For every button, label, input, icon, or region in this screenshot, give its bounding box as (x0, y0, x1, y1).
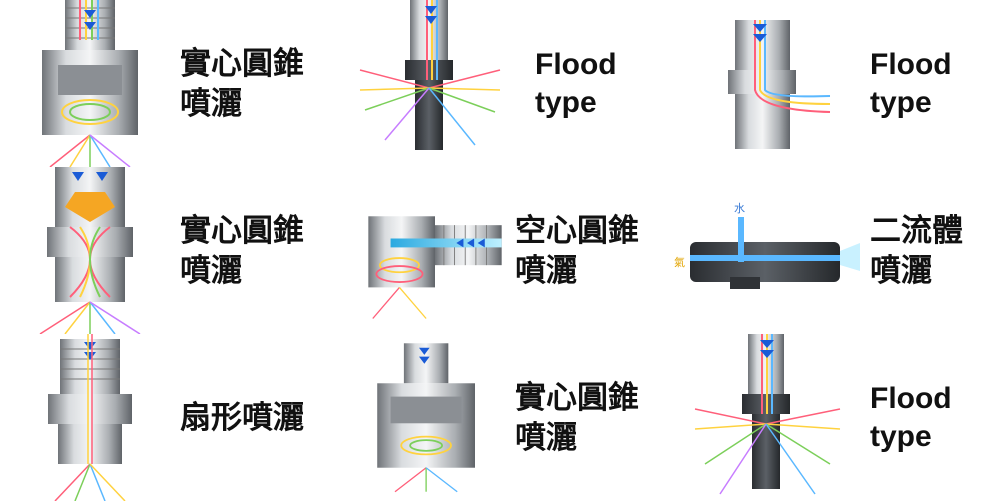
nozzle-type-label: Flood type (870, 334, 1001, 501)
solid-cone-nozzle-illustration (355, 334, 515, 501)
label-line: type (535, 85, 597, 119)
label-line: Flood (870, 381, 952, 415)
nozzle-type-label: Flood type (535, 0, 685, 167)
cell-flood-3: Flood type (690, 334, 1001, 501)
fan-nozzle-image (48, 334, 132, 501)
label-line: type (870, 85, 932, 119)
nozzle-type-label: Flood type (870, 0, 1001, 167)
fan-nozzle-illustration (0, 334, 180, 501)
cell-solid-cone-3: 實心圓錐 噴灑 (355, 334, 688, 501)
flood-nozzle-illustration (355, 0, 535, 167)
label-line: 實心圓錐 (180, 212, 304, 248)
cell-solid-cone-1: 實心圓錐 噴灑 (0, 0, 333, 167)
nozzle-type-label: 實心圓錐 噴灑 (515, 334, 665, 501)
flood-nozzle-illustration (690, 334, 870, 501)
nozzle-type-label: 扇形噴灑 (180, 334, 330, 501)
two-fluid-nozzle-image: 水 氣 (674, 202, 860, 289)
label-line: 噴灑 (180, 85, 242, 121)
flood-nozzle-image (359, 0, 501, 150)
nozzle-type-label: 二流體 噴灑 (870, 167, 1001, 334)
nozzle-type-label: 實心圓錐 噴灑 (180, 0, 330, 167)
label-line: 噴灑 (180, 252, 242, 288)
label-line: 噴灑 (515, 419, 577, 455)
label-line: type (870, 419, 932, 453)
label-line: 實心圓錐 (180, 45, 304, 81)
label-line: 噴灑 (870, 252, 932, 288)
cell-fan-spray: 扇形噴灑 (0, 334, 333, 501)
nozzle-type-label: 空心圓錐 噴灑 (515, 167, 665, 334)
solid-cone-nozzle-image (42, 0, 138, 167)
water-label: 水 (734, 202, 745, 215)
label-line: Flood (535, 47, 617, 81)
solid-cone-nozzle-illustration (0, 0, 180, 167)
cell-two-fluid: 水 氣 二流體 噴灑 (670, 167, 1001, 334)
solid-cone-nozzle-image (39, 167, 141, 334)
flood-nozzle-image (728, 20, 831, 149)
cell-hollow-cone: 空心圓錐 噴灑 (355, 167, 688, 334)
cell-flood-2: Flood type (690, 0, 1001, 167)
label-line: 扇形噴灑 (180, 399, 304, 435)
two-fluid-nozzle-illustration: 水 氣 (670, 167, 870, 334)
cell-flood-1: Flood type (355, 0, 688, 167)
cell-solid-cone-2: 實心圓錐 噴灑 (0, 167, 333, 334)
label-line: 空心圓錐 (515, 212, 639, 248)
hollow-cone-nozzle-image (368, 216, 502, 319)
hollow-cone-nozzle-illustration (355, 167, 515, 334)
solid-cone-nozzle-illustration (0, 167, 180, 334)
label-line: 噴灑 (515, 252, 577, 288)
flood-nozzle-image (694, 334, 841, 495)
nozzle-type-label: 實心圓錐 噴灑 (180, 167, 330, 334)
label-line: 實心圓錐 (515, 379, 639, 415)
solid-cone-nozzle-image (377, 343, 475, 493)
flood-nozzle-illustration (690, 0, 870, 167)
label-line: 二流體 (870, 212, 963, 248)
air-label: 氣 (674, 255, 685, 269)
label-line: Flood (870, 47, 952, 81)
